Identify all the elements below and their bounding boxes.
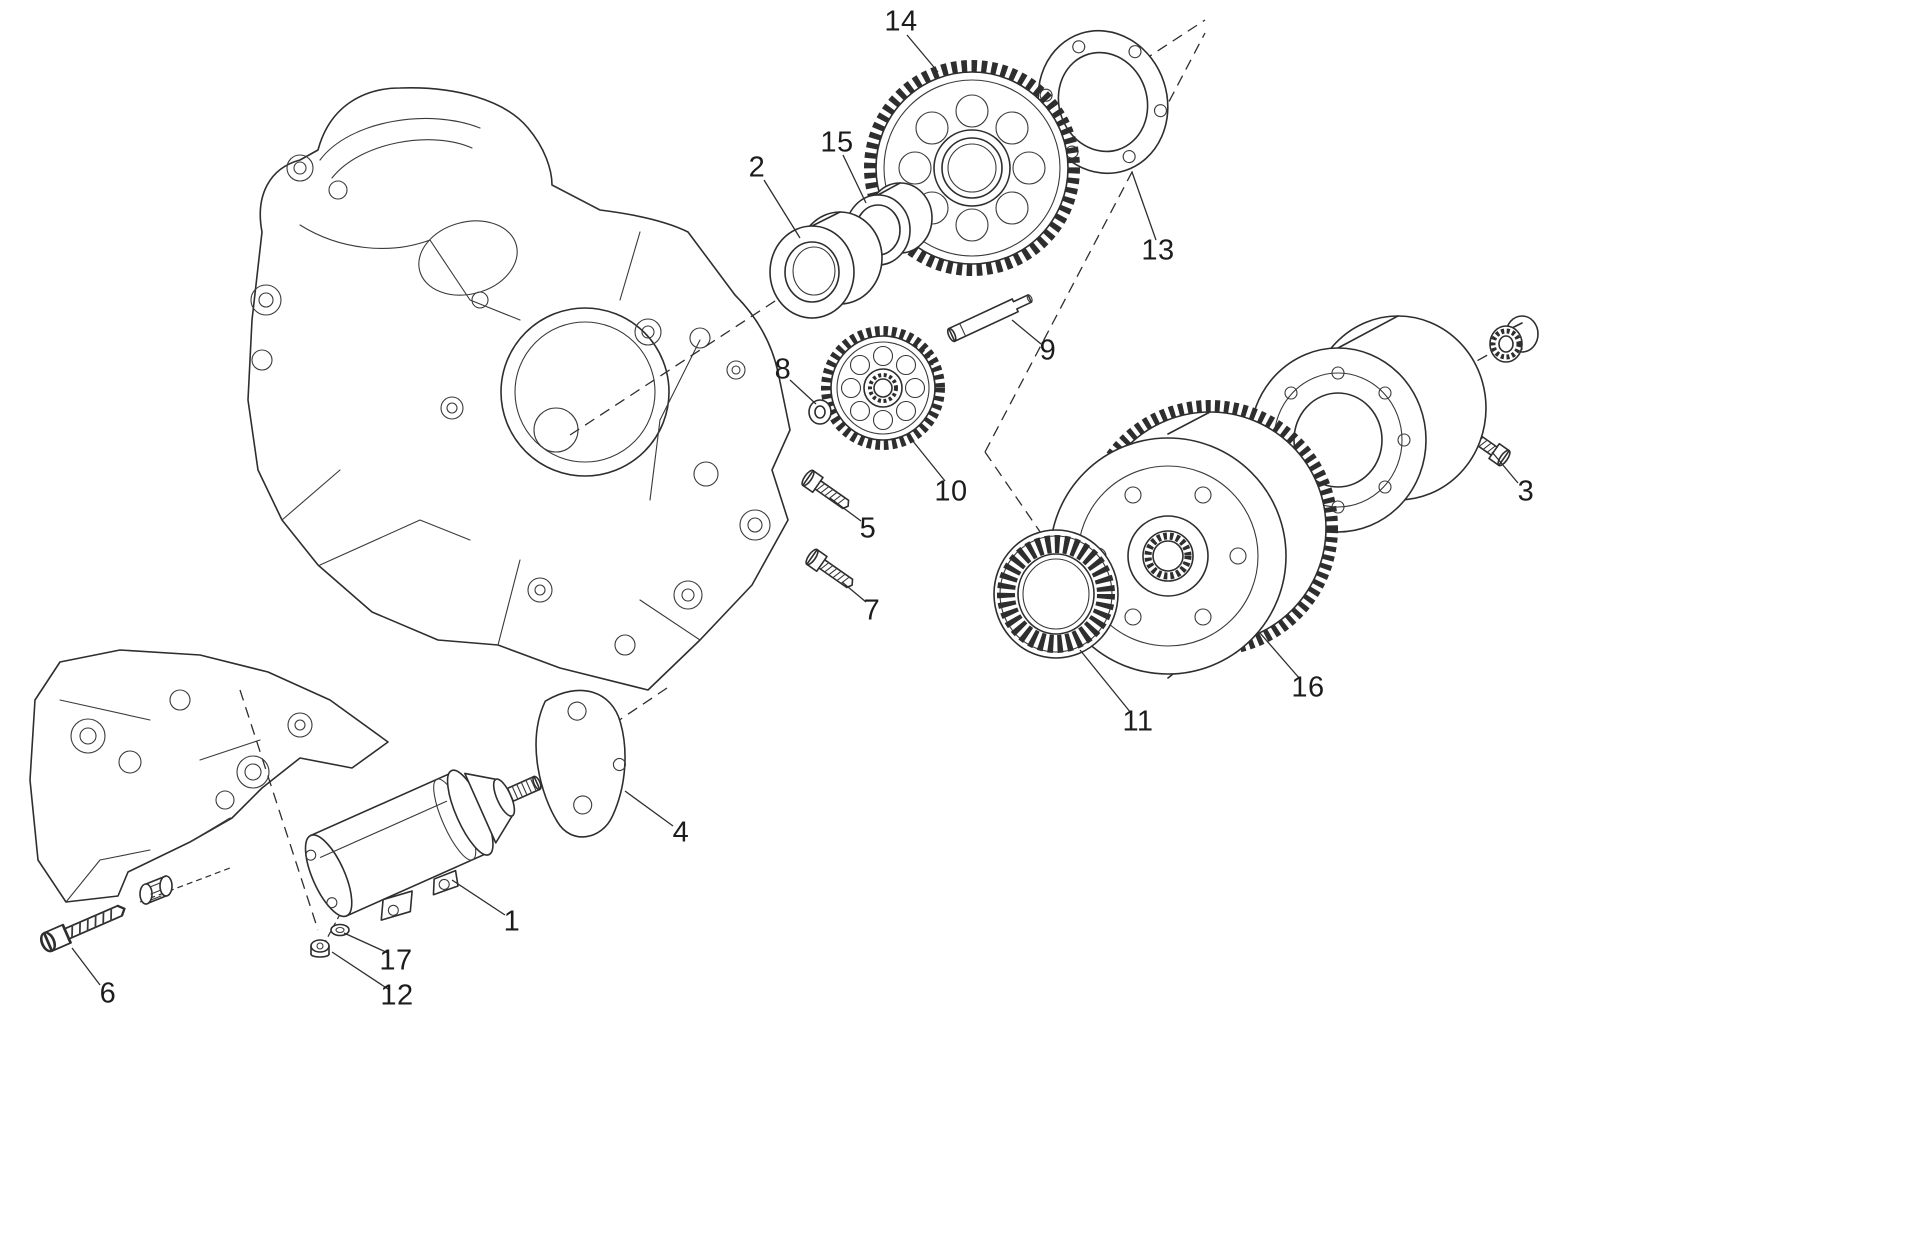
bearing-2 bbox=[769, 211, 883, 319]
rotor-nut bbox=[1489, 315, 1539, 363]
idler-gear-10 bbox=[821, 326, 945, 450]
callout-label-6: 6 bbox=[99, 977, 117, 1010]
callout-label-1: 1 bbox=[503, 905, 521, 938]
starter-idler-shaft-9 bbox=[946, 294, 1033, 343]
callout-label-7: 7 bbox=[863, 594, 881, 627]
callout-label-11: 11 bbox=[1122, 705, 1154, 738]
starter-gasket-4 bbox=[535, 689, 626, 838]
washer-8 bbox=[808, 399, 832, 425]
callout-label-14: 14 bbox=[884, 5, 918, 38]
callout-label-5: 5 bbox=[859, 512, 877, 545]
screw-7 bbox=[803, 546, 859, 594]
callout-label-15: 15 bbox=[820, 126, 854, 159]
starter-motor-1 bbox=[304, 769, 542, 921]
crankcase-lower-fragment bbox=[29, 649, 389, 903]
callout-label-4: 4 bbox=[672, 816, 690, 849]
callout-label-12: 12 bbox=[380, 979, 414, 1012]
callout-label-10: 10 bbox=[934, 475, 968, 508]
callout-leader-lines bbox=[71, 34, 1519, 990]
callout-label-8: 8 bbox=[774, 353, 792, 386]
callout-label-17: 17 bbox=[379, 944, 413, 977]
callout-label-2: 2 bbox=[748, 151, 766, 184]
nut-12 bbox=[310, 939, 330, 958]
spacer-bushing-near-screw-6 bbox=[139, 875, 173, 905]
screw-5 bbox=[799, 467, 855, 515]
callout-label-3: 3 bbox=[1517, 475, 1535, 508]
sprag-clutch-11 bbox=[993, 529, 1119, 659]
crankcase-main bbox=[247, 87, 791, 691]
callout-label-16: 16 bbox=[1291, 671, 1325, 704]
screw-6 bbox=[37, 898, 130, 955]
callout-label-13: 13 bbox=[1141, 234, 1175, 267]
shim-ring-13 bbox=[1037, 29, 1169, 175]
callout-label-9: 9 bbox=[1039, 334, 1057, 367]
